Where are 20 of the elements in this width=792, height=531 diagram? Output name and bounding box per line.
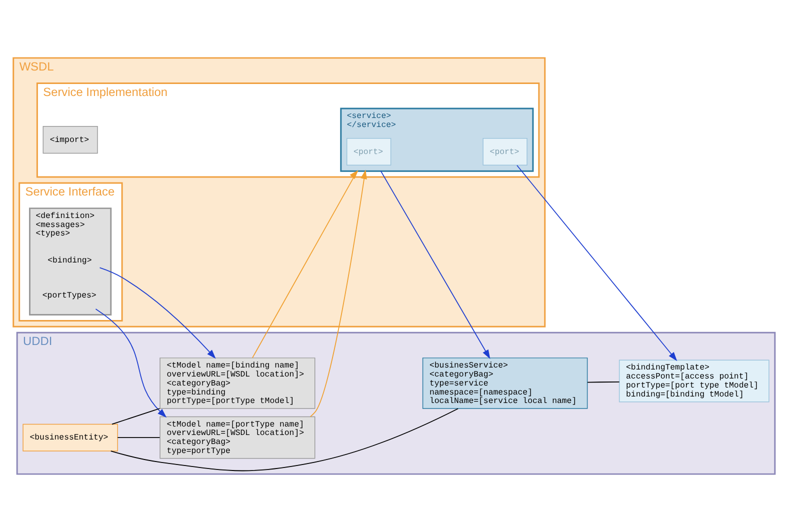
node-box: <tModel name=[binding name] overviewURL=[WSDL location]> <categoryBag> type=binding portType=[portType tModel] [160,357,316,408]
node-box: <bindingTemplate> accessPont=[access point] portType=[port type tModel] binding=[binding tModel] [618,359,770,402]
arrow [310,169,367,417]
arrow [95,308,167,418]
node-box: <import> [42,126,98,154]
node-text: <portTypes> [42,290,96,300]
arrow [380,170,490,359]
node-text: <binding> [48,256,92,265]
connector [112,408,160,424]
node-box: <tModel name=[portType name] overviewURL=[WSDL location]> <categoryBag> type=portType [160,416,316,458]
node-box: <businesService> <categoryBag> type=service namespace=[namespace] localName=[service local name] [422,357,588,408]
arrow [516,164,678,361]
connector [110,408,459,471]
node-box: <port> [482,137,528,165]
node-box: <port> [346,137,392,165]
arrow [252,170,358,358]
node-box: <businessEntity> [22,423,118,451]
arrow [99,266,216,358]
connector [587,380,620,382]
connector [117,436,160,438]
